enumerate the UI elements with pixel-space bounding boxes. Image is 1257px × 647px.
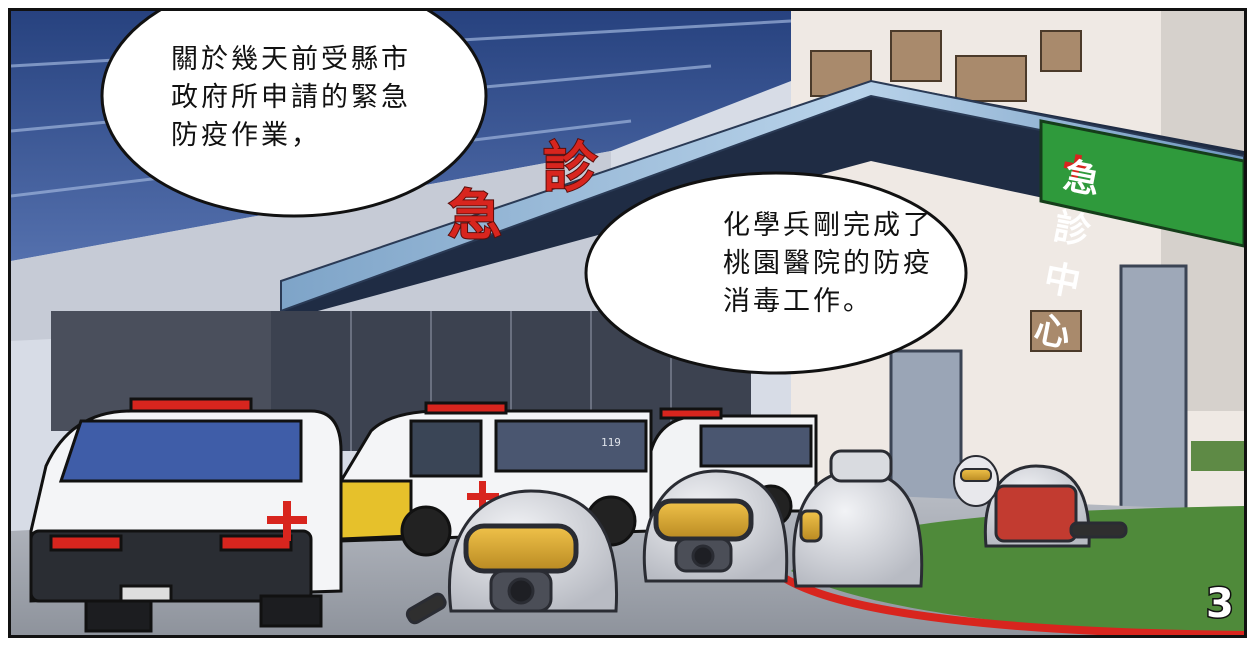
right-bubble-line-2: 桃園醫院的防疫 bbox=[723, 248, 933, 279]
speech-bubble-right bbox=[584, 171, 968, 375]
mascot-front bbox=[405, 489, 619, 625]
emergency-sign-board bbox=[1039, 119, 1244, 248]
left-bubble-line-2: 政府所申請的緊急 bbox=[171, 82, 411, 113]
ambulance-front bbox=[29, 397, 343, 633]
roof-sign-char-clinic: 診 bbox=[542, 134, 598, 200]
mascot-back-turned bbox=[792, 449, 924, 588]
mascot-middle bbox=[642, 469, 789, 583]
page-number: 3 bbox=[1205, 580, 1236, 629]
mascot-distant bbox=[953, 455, 999, 507]
ambulance-number: 119 bbox=[601, 436, 621, 449]
speech-bubble-left bbox=[100, 11, 968, 375]
canopy-underside bbox=[281, 81, 1244, 321]
left-bubble-line-1: 關於幾天前受縣市 bbox=[171, 44, 411, 75]
right-bubble-text: 化學兵剛完成了 桃園醫院的防疫 消毒工作。 bbox=[723, 207, 933, 321]
comic-panel: 急 診 ✚ 急診中心 119 關於幾天前受縣市 政府所申請的緊急 防疫作業， 化… bbox=[8, 8, 1247, 638]
roof-sign-char-emergency: 急 bbox=[447, 182, 503, 248]
right-bubble-line-3: 消毒工作。 bbox=[723, 286, 873, 317]
left-bubble-line-3: 防疫作業， bbox=[171, 120, 321, 151]
left-bubble-text: 關於幾天前受縣市 政府所申請的緊急 防疫作業， bbox=[171, 41, 411, 155]
mascot-with-backpack bbox=[983, 464, 1128, 548]
right-bubble-line-1: 化學兵剛完成了 bbox=[723, 210, 933, 241]
